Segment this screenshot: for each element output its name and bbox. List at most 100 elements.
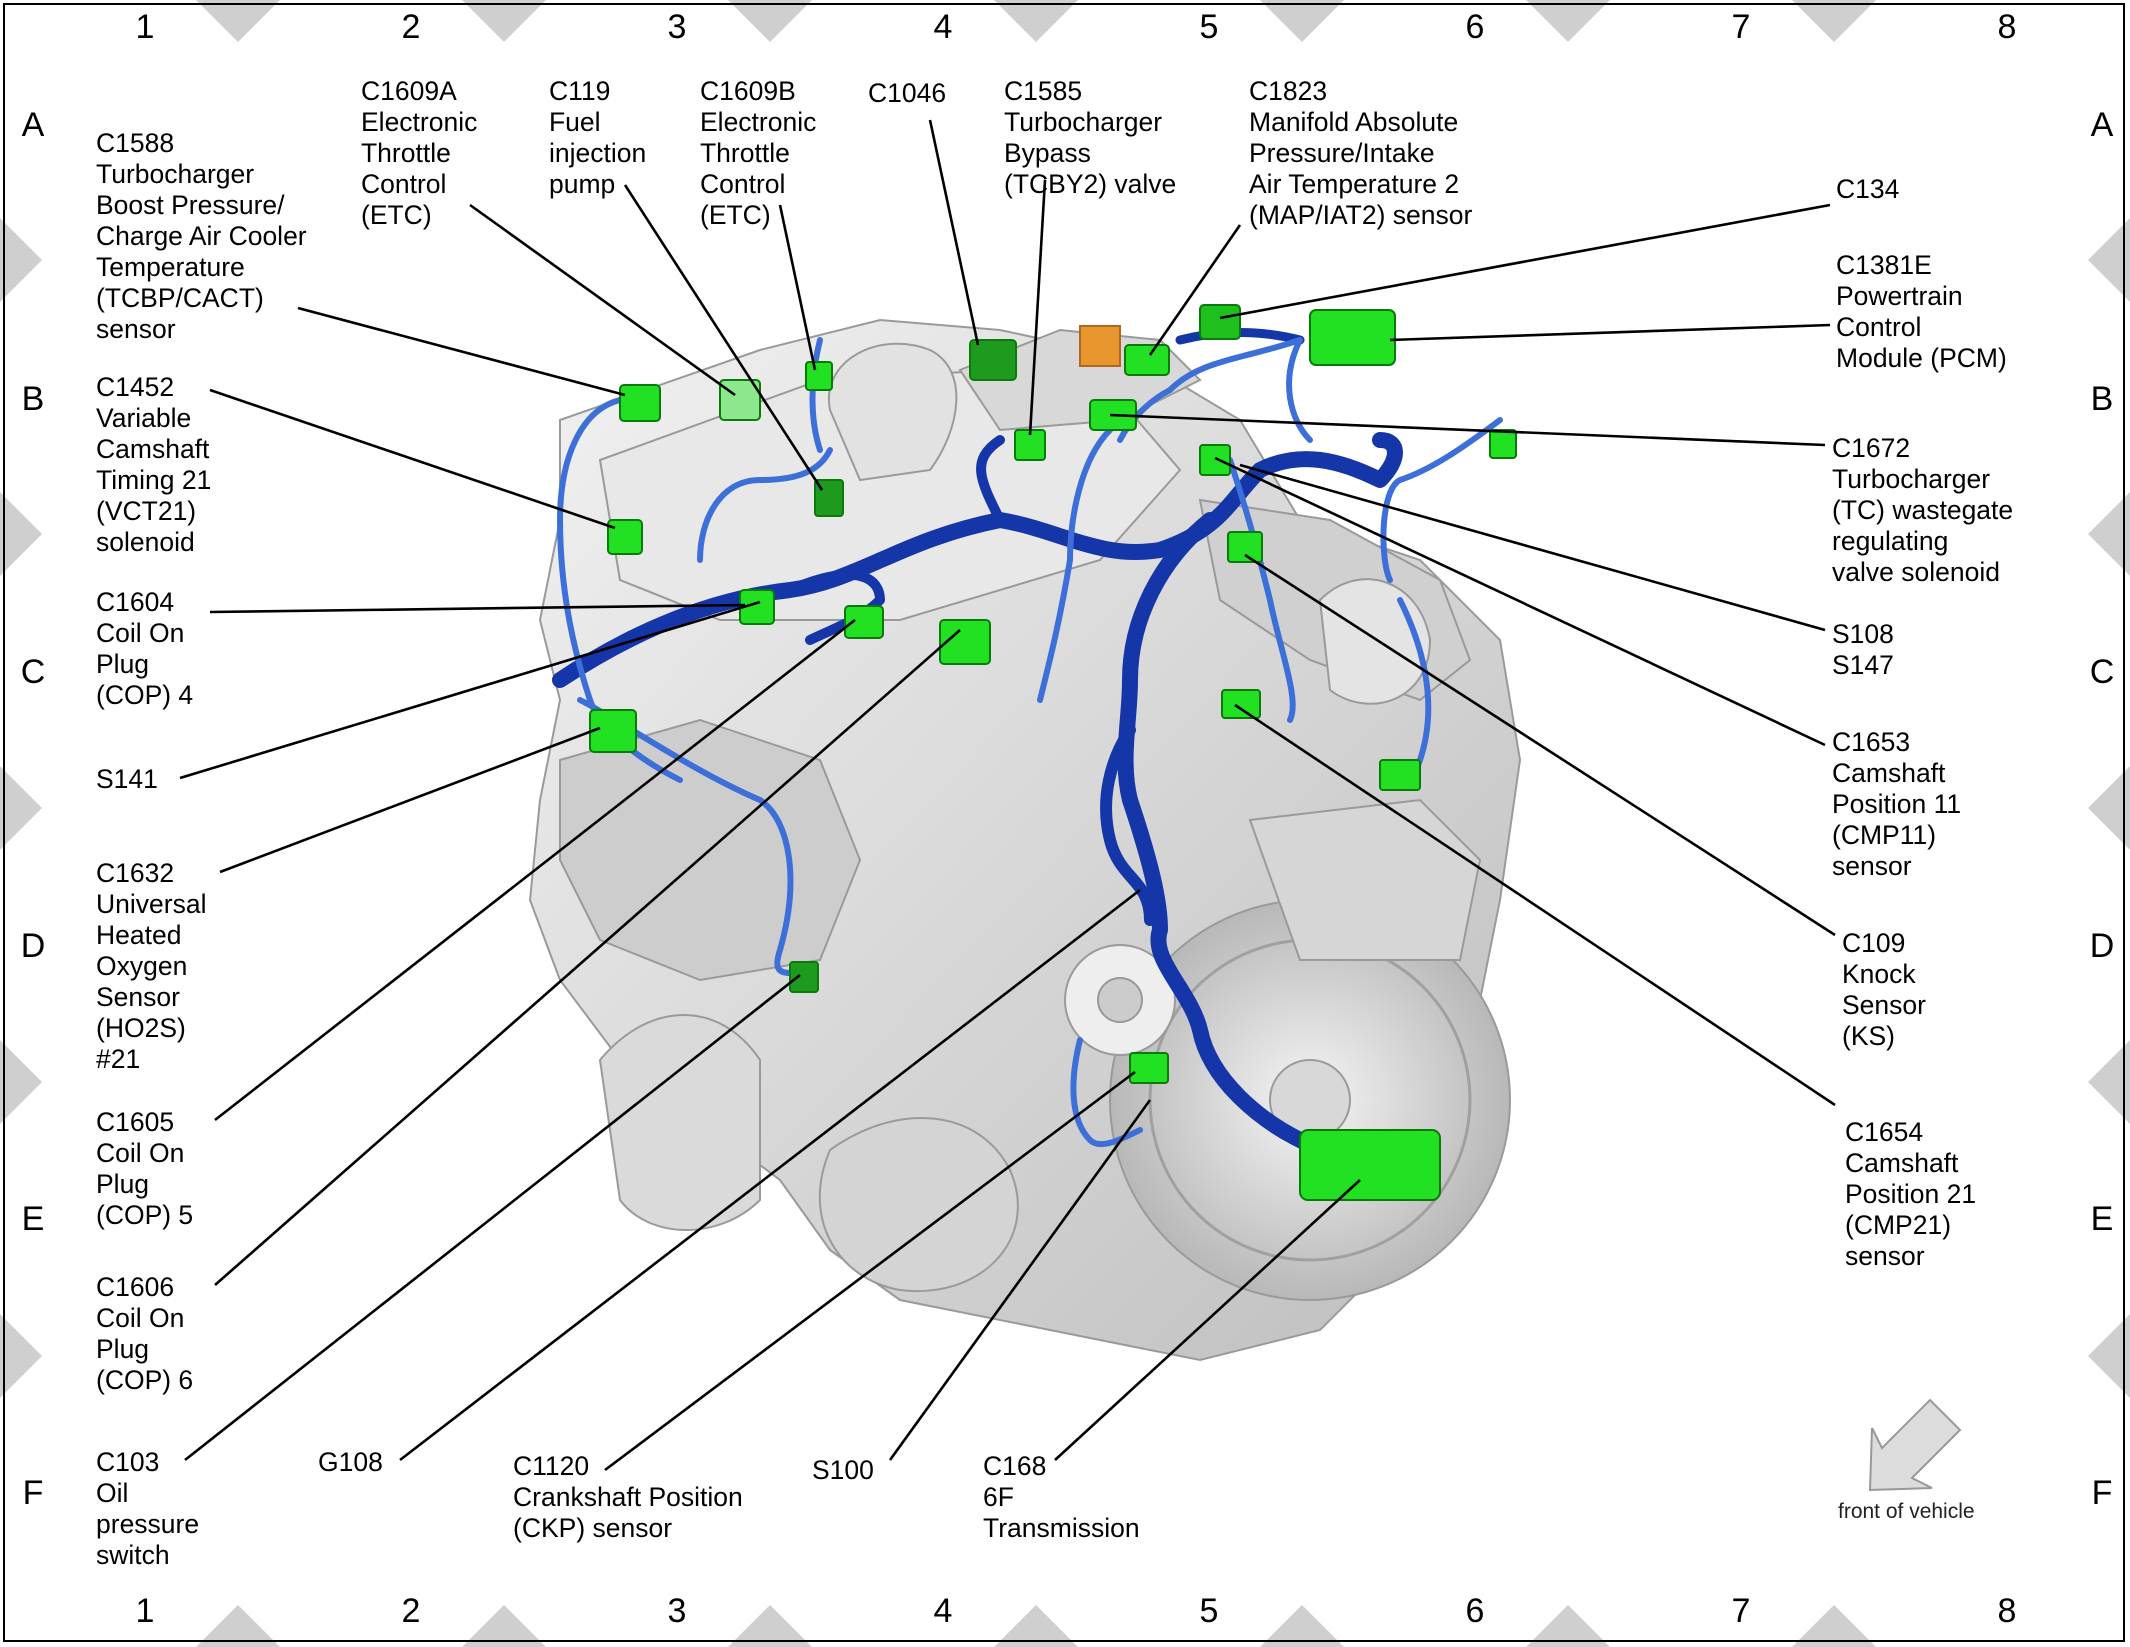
grid-col-top-8: 8 (1997, 8, 2017, 46)
grid-row-right-F: F (2091, 1474, 2113, 1512)
label-c1654: C1654 Camshaft Position 21 (CMP21) senso… (1845, 1117, 1977, 1271)
connector-c1046 (969, 339, 1017, 381)
diamond-right-1 (2088, 492, 2130, 576)
grid-row-left-D: D (20, 927, 46, 965)
label-c1672: C1672 Turbocharger (TC) wastegate regula… (1832, 433, 2014, 587)
label-c1046: C1046 (868, 78, 947, 108)
label-s141: S141 (96, 764, 158, 794)
diamond-left-0 (0, 218, 42, 302)
connector-c1606 (939, 619, 991, 665)
label-c1585: C1585 Turbocharger Bypass (TCBY2) valve (1004, 76, 1177, 199)
connector-c168 (1299, 1129, 1441, 1201)
grid-row-right-C: C (2089, 653, 2115, 691)
label-c103: C103 Oil pressure switch (96, 1447, 200, 1570)
diamond-top-0 (196, 0, 280, 42)
label-c1823: C1823 Manifold Absolute Pressure/Intake … (1249, 76, 1473, 230)
connector-c1381e (1309, 309, 1396, 366)
diamond-top-4 (1260, 0, 1344, 42)
grid-col-top-3: 3 (667, 8, 687, 46)
grid-row-left-B: B (21, 380, 45, 418)
grid-row-right-B: B (2090, 380, 2114, 418)
diamond-bottom-3 (994, 1605, 1078, 1647)
grid-col-bottom-8: 8 (1997, 1592, 2017, 1630)
grid-col-bottom-1: 1 (135, 1592, 155, 1630)
grid-col-top-7: 7 (1731, 8, 1751, 46)
diamond-top-2 (728, 0, 812, 42)
grid-col-top-5: 5 (1199, 8, 1219, 46)
connector-extra2 (1489, 429, 1517, 459)
label-c119: C119 Fuel injection pump (549, 76, 647, 199)
grid-col-bottom-2: 2 (401, 1592, 421, 1630)
grid-row-left-A: A (21, 106, 45, 144)
grid-col-bottom-4: 4 (933, 1592, 953, 1630)
label-c109: C109 Knock Sensor (KS) (1842, 928, 1926, 1051)
grid-col-bottom-3: 3 (667, 1592, 687, 1630)
diamond-right-0 (2088, 218, 2130, 302)
grid-row-left-C: C (20, 653, 46, 691)
connector-c1605 (844, 605, 884, 639)
label-s108: S108 S147 (1832, 619, 1894, 680)
diamond-left-2 (0, 766, 42, 850)
connector-c1120 (1129, 1052, 1169, 1084)
grid-row-right-A: A (2090, 106, 2114, 144)
connector-c1823 (1124, 344, 1170, 376)
connector-c1452 (607, 519, 643, 555)
diamond-left-4 (0, 1314, 42, 1398)
connector-c1632 (589, 709, 637, 753)
grid-col-bottom-6: 6 (1465, 1592, 1485, 1630)
diamond-left-3 (0, 1040, 42, 1124)
connector-extra1 (1379, 759, 1421, 791)
diamond-bottom-5 (1526, 1605, 1610, 1647)
grid-row-left-F: F (22, 1474, 44, 1512)
grid-col-top-2: 2 (401, 8, 421, 46)
connector-c1654 (1221, 689, 1261, 719)
grid-row-right-E: E (2090, 1200, 2114, 1238)
leader-lines (179, 119, 1836, 1472)
grid-col-bottom-5: 5 (1199, 1592, 1219, 1630)
label-c1653: C1653 Camshaft Position 11 (CMP11) senso… (1832, 727, 1962, 881)
label-c1381e: C1381E Powertrain Control Module (PCM) (1836, 250, 2007, 373)
connector-c1588 (619, 384, 661, 422)
label-c1604: C1604 Coil On Plug (COP) 4 (96, 587, 194, 710)
label-c1452: C1452 Variable Camshaft Timing 21 (VCT21… (96, 372, 212, 557)
label-c1588: C1588 Turbocharger Boost Pressure/ Charg… (96, 128, 307, 344)
diamond-left-1 (0, 492, 42, 576)
label-c134: C134 (1836, 174, 1900, 204)
label-g108: G108 (318, 1447, 383, 1477)
label-c168: C168 6F Transmission (983, 1451, 1140, 1543)
label-c1606: C1606 Coil On Plug (COP) 6 (96, 1272, 194, 1395)
connector-c109 (1227, 531, 1263, 563)
diamond-bottom-2 (728, 1605, 812, 1647)
wiring-branches (556, 337, 1503, 1148)
diamond-top-1 (462, 0, 546, 42)
connector-c1609b (805, 361, 833, 391)
front-of-vehicle-label: front of vehicle (1838, 1500, 1975, 1523)
grid-col-bottom-7: 7 (1731, 1592, 1751, 1630)
label-c1120: C1120 Crankshaft Position (CKP) sensor (513, 1451, 743, 1543)
diamond-bottom-4 (1260, 1605, 1344, 1647)
diamond-right-3 (2088, 1040, 2130, 1124)
diamond-bottom-6 (1792, 1605, 1876, 1647)
connectors (589, 304, 1517, 1201)
diamond-bottom-0 (196, 1605, 280, 1647)
label-c1632: C1632 Universal Heated Oxygen Sensor (HO… (96, 858, 207, 1074)
diamond-top-5 (1526, 0, 1610, 42)
grid-col-top-4: 4 (933, 8, 953, 46)
label-c1605: C1605 Coil On Plug (COP) 5 (96, 1107, 194, 1230)
diamond-top-6 (1792, 0, 1876, 42)
label-s100: S100 (812, 1455, 874, 1485)
diamond-right-4 (2088, 1314, 2130, 1398)
diamond-top-3 (994, 0, 1078, 42)
label-c1609a: C1609A Electronic Throttle Control (ETC) (361, 76, 478, 230)
connector-c1653 (1199, 444, 1231, 476)
grid-row-right-D: D (2089, 927, 2115, 965)
grid-col-top-6: 6 (1465, 8, 1485, 46)
connector-c103 (789, 961, 819, 993)
grid-col-top-1: 1 (135, 8, 155, 46)
front-arrow-icon (1868, 1398, 1962, 1492)
diamond-right-2 (2088, 766, 2130, 850)
connector-c134 (1199, 304, 1241, 340)
